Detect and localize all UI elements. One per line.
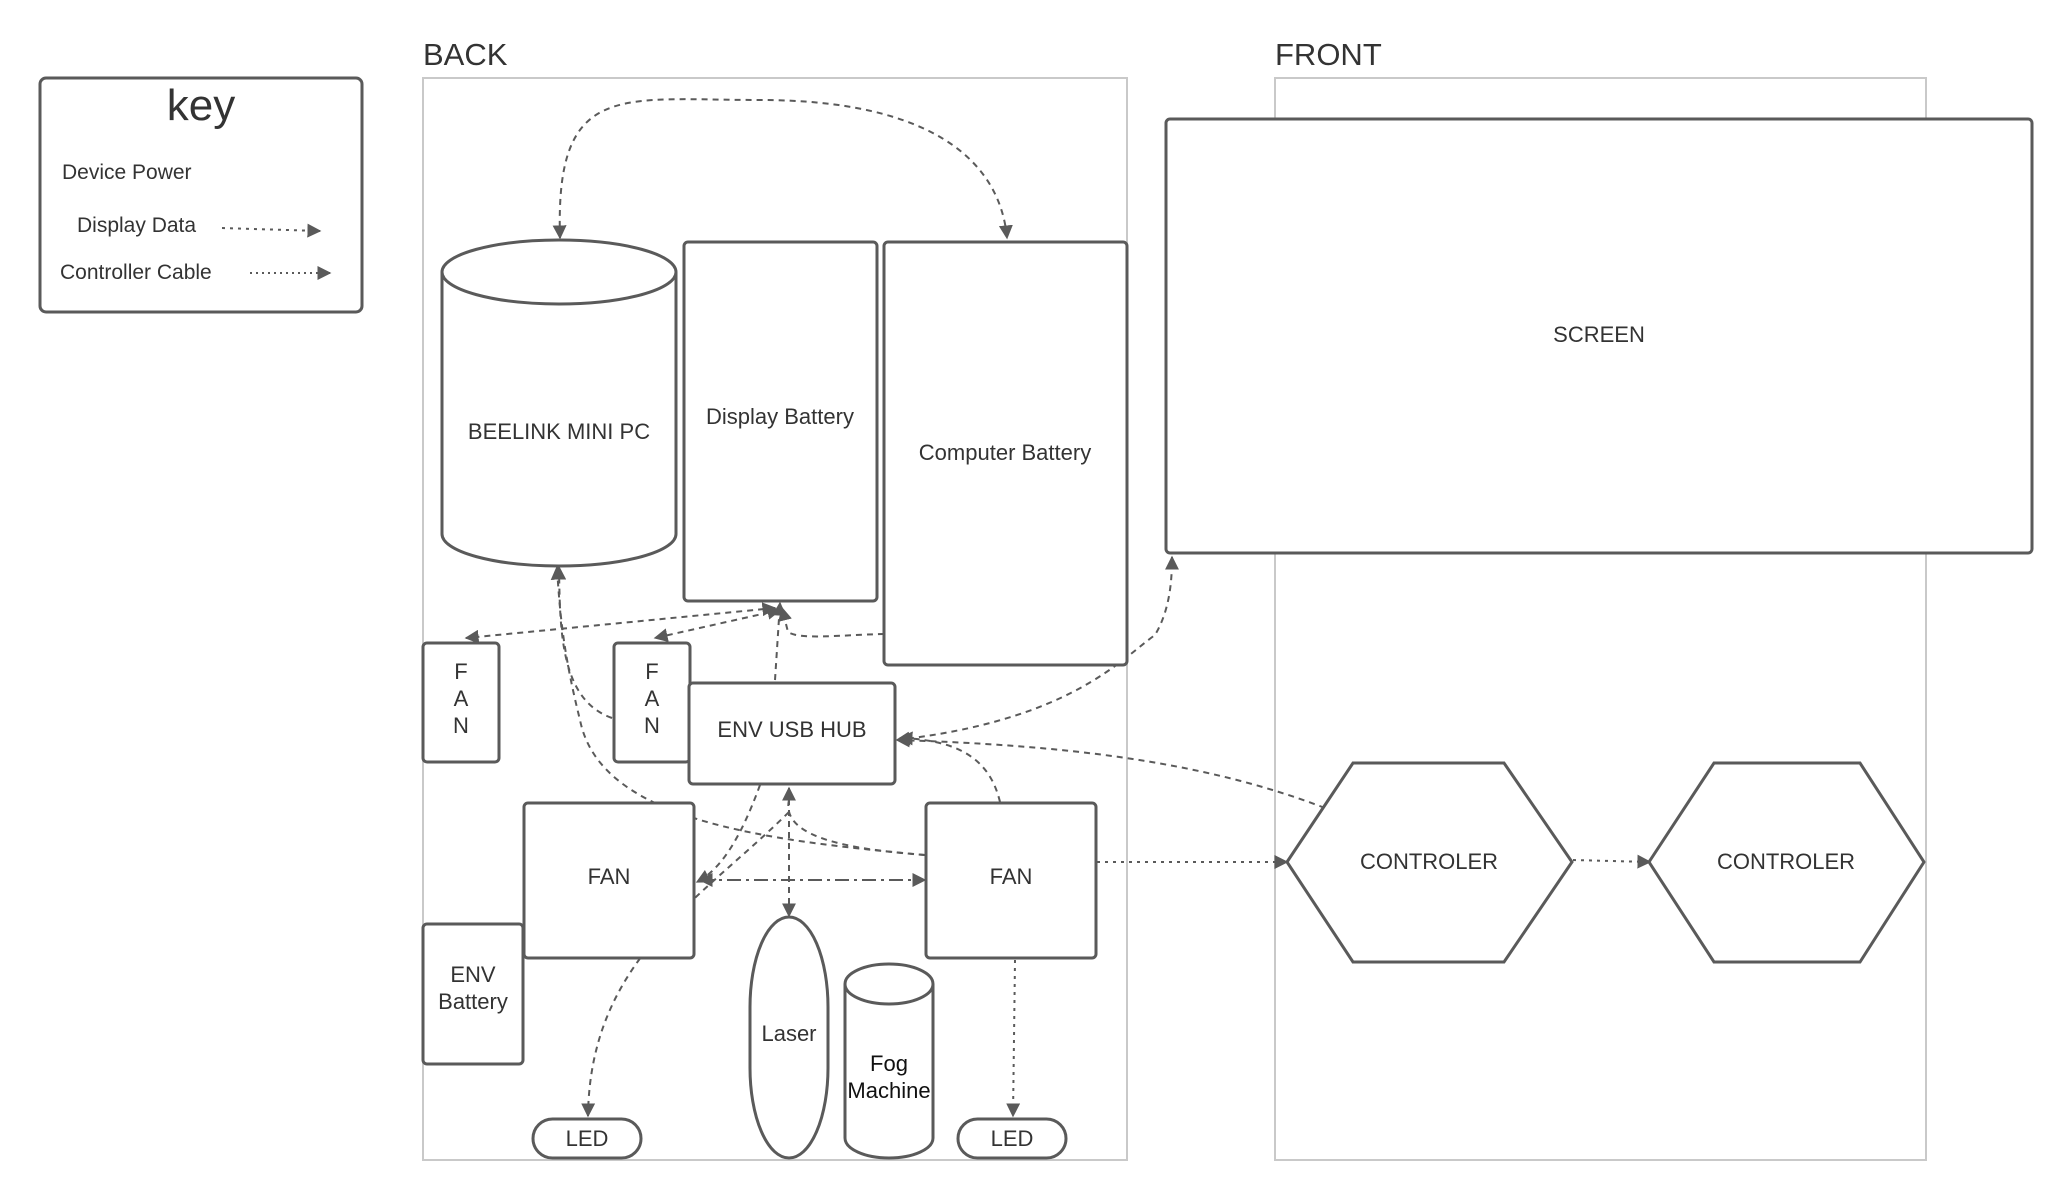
fan-right: FAN	[924, 801, 1098, 960]
fan-right-label: FAN	[990, 864, 1033, 889]
back-title: BACK	[423, 37, 508, 72]
led-left-label: LED	[566, 1126, 609, 1151]
controller-2-label: CONTROLER	[1717, 849, 1855, 874]
edge-hub-to-screen	[895, 555, 1179, 746]
fog-machine-label-1: Fog	[870, 1051, 908, 1076]
fan-left-v-letter-3: N	[453, 713, 469, 738]
key-display-data-line	[221, 223, 322, 238]
fan-left-v-letter-2: A	[454, 686, 469, 711]
env-battery-label-1: ENV	[450, 962, 496, 987]
led-right-label: LED	[991, 1126, 1034, 1151]
fog-machine: Fog Machine	[843, 962, 935, 1160]
env-usb-hub: ENV USB HUB	[687, 681, 897, 786]
fan-mid-v-letter-3: N	[644, 713, 660, 738]
display-battery: Display Battery	[682, 240, 879, 603]
edge-hub-to-fan-left	[695, 784, 761, 883]
edge-pc-to-computer-battery	[552, 98, 1013, 240]
key-display-data: Display Data	[77, 214, 196, 237]
controller-1: CONTROLER	[1285, 761, 1574, 964]
edge-display-battery-to-fan-left-v	[464, 602, 777, 644]
env-battery-label-2: Battery	[438, 989, 508, 1014]
screen: SCREEN	[1164, 117, 2034, 555]
controller-2: CONTROLER	[1647, 761, 1926, 964]
controller-1-label: CONTROLER	[1360, 849, 1498, 874]
fan-mid-v-letter-2: A	[645, 686, 660, 711]
fan-left-vertical: F A N	[421, 641, 501, 764]
beelink-label: BEELINK MINI PC	[468, 419, 650, 444]
laser: Laser	[748, 915, 830, 1160]
key-title: key	[167, 81, 235, 130]
laser-label: Laser	[761, 1021, 816, 1046]
beelink-mini-pc: BEELINK MINI PC	[440, 238, 678, 568]
key-device-power: Device Power	[62, 161, 192, 184]
fan-mid-v-letter-1: F	[645, 659, 658, 684]
edge-fan-right-to-hub	[898, 731, 1001, 803]
edge-controller-to-controller	[1572, 854, 1652, 869]
fan-mid-vertical: F A N	[612, 641, 692, 764]
front-title: FRONT	[1275, 37, 1382, 72]
fog-machine-label-2: Machine	[847, 1078, 930, 1103]
computer-battery: Computer Battery	[882, 240, 1129, 667]
edge-fan-right-to-led-right	[1006, 959, 1021, 1118]
display-battery-label: Display Battery	[706, 404, 854, 429]
edge-computer-battery-to-display-battery	[778, 606, 885, 638]
edge-hub-to-led-left	[581, 811, 790, 1118]
env-battery: ENV Battery	[421, 922, 525, 1066]
edge-hub-to-display-battery	[772, 601, 787, 681]
key-legend: key Device Power Display Data Controller…	[38, 76, 364, 314]
edge-hub-to-fan-right	[787, 799, 926, 856]
led-right: LED	[956, 1117, 1068, 1160]
fan-left-v-letter-1: F	[454, 659, 467, 684]
screen-label: SCREEN	[1553, 322, 1645, 347]
connections	[464, 98, 1652, 1118]
fan-left-label: FAN	[588, 864, 631, 889]
key-controller-cable: Controller Cable	[60, 261, 212, 284]
env-usb-hub-label: ENV USB HUB	[717, 717, 866, 742]
computer-battery-label: Computer Battery	[919, 440, 1091, 465]
edge-fan-right-to-pc	[550, 565, 926, 856]
fan-left: FAN	[522, 801, 696, 960]
led-left: LED	[531, 1117, 643, 1160]
